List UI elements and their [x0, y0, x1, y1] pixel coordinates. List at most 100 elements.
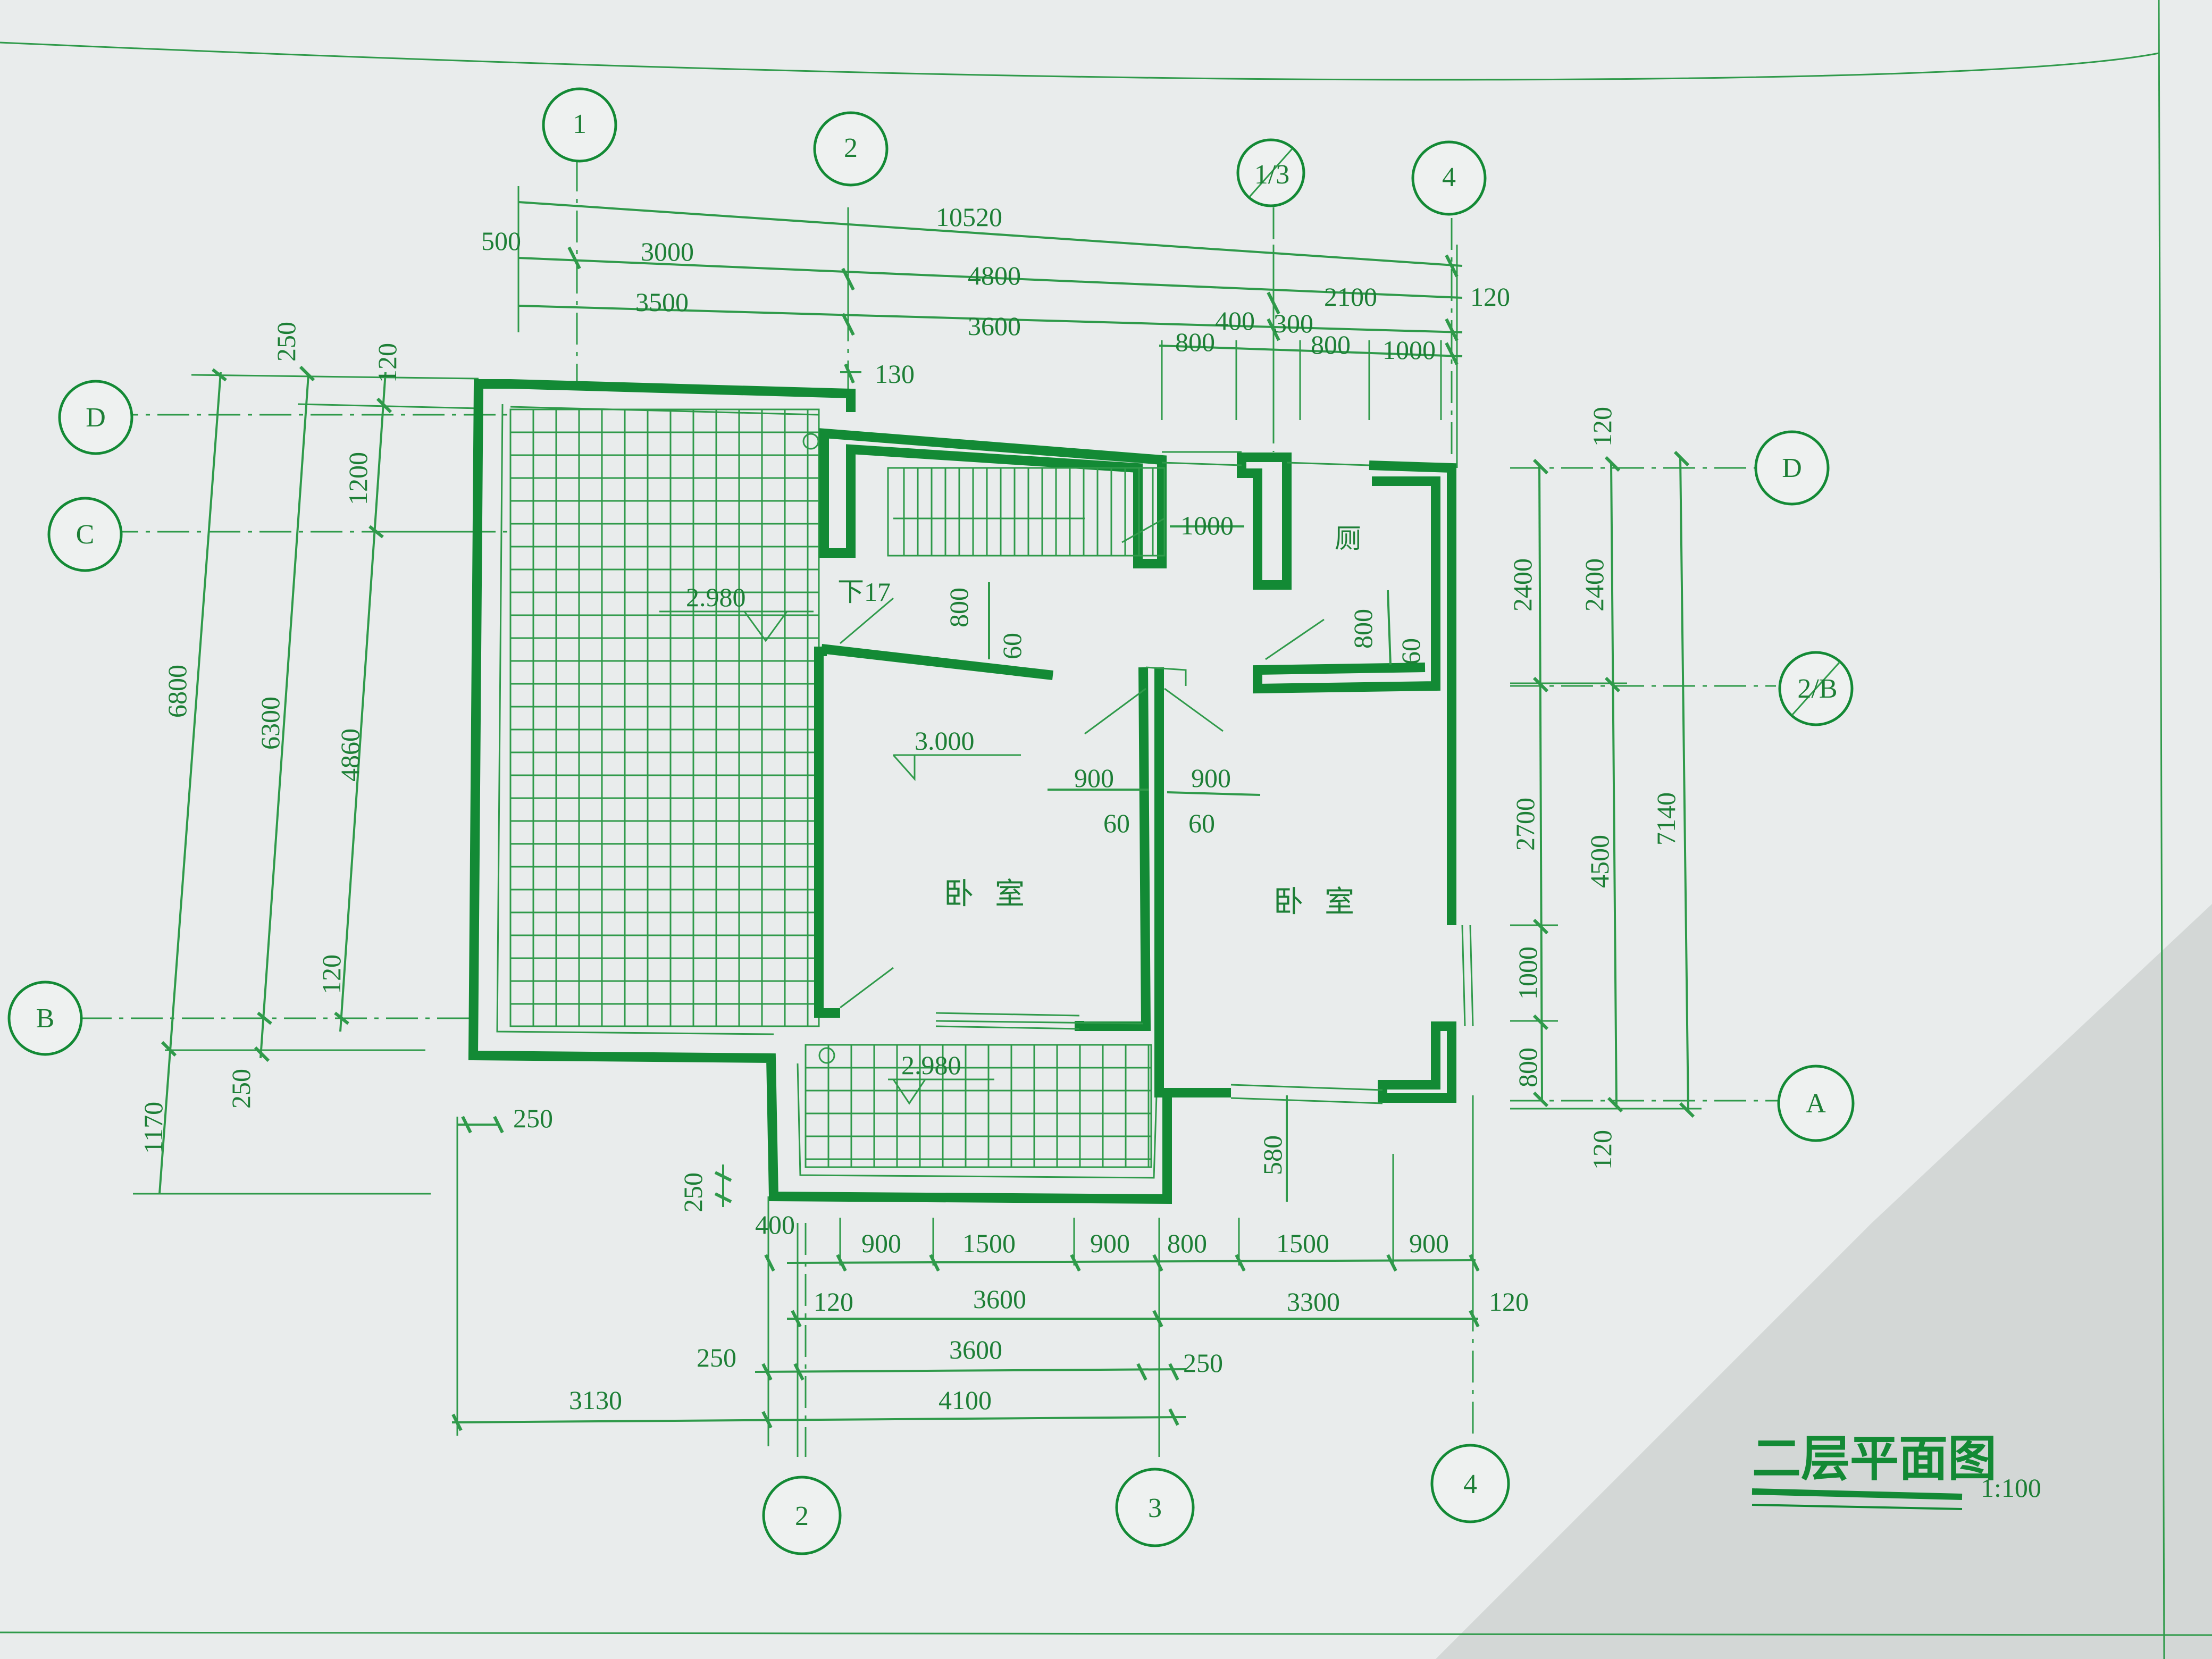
door-60-a: 60 [1103, 808, 1130, 838]
dim-250-left-bottom: 250 [226, 1069, 256, 1109]
dim-250-bottom-c: 250 [513, 1103, 553, 1133]
bubble-4-bottom: 4 [1463, 1469, 1477, 1499]
dim-6800: 6800 [162, 665, 192, 718]
door-left-800: 800 [944, 588, 974, 627]
dim-4860: 4860 [335, 728, 365, 782]
door-right-800: 800 [1348, 609, 1378, 649]
bubble-1: 1 [573, 109, 586, 139]
bubble-2-bottom: 2 [795, 1501, 809, 1531]
dim-250-bottom-d: 250 [678, 1172, 708, 1212]
bubble-A-right: A [1806, 1088, 1826, 1119]
dim-120-left-bottom: 120 [316, 954, 346, 994]
dim-800-right: 800 [1513, 1048, 1543, 1087]
level-markers: 2.980 3.000 2.980 [659, 582, 1021, 1105]
dim-1200: 1200 [343, 452, 373, 505]
bubble-2B-right: 2/B [1797, 674, 1837, 704]
dim-1500-b: 1500 [1276, 1228, 1329, 1258]
dim-800-a: 800 [1175, 327, 1215, 357]
dim-900-c: 900 [1409, 1228, 1449, 1258]
dim-900-b: 900 [1090, 1228, 1130, 1258]
left-dimensions: 6800 1170 250 6300 250 120 1200 4860 120 [133, 322, 479, 1195]
dim-3600-bottom-a: 3600 [973, 1284, 1026, 1314]
dim-3500: 3500 [635, 287, 689, 317]
drawing-scale: 1:100 [1981, 1473, 2041, 1503]
dim-1500-a: 1500 [962, 1228, 1016, 1258]
room-bedroom-right: 卧室 [1273, 886, 1376, 919]
level-2980-terrace: 2.980 [686, 582, 746, 612]
bottom-dimensions: 400 900 1500 900 800 1500 900 120 3600 3… [451, 1095, 1529, 1457]
dim-250-bottom-a: 250 [697, 1343, 736, 1372]
bubble-D-right: D [1782, 453, 1802, 483]
dim-4800: 4800 [968, 261, 1021, 290]
level-2980-balcony: 2.980 [901, 1050, 961, 1080]
grid-bubbles-left: D C B [7, 380, 133, 1056]
dim-120-bottom-right: 120 [1489, 1287, 1529, 1317]
grid-bubbles-bottom: 2 3 4 [762, 1444, 1510, 1555]
top-dimensions: 500 10520 3000 4800 2100 120 3500 3600 4… [481, 186, 1510, 468]
door-right-60: 60 [1396, 638, 1426, 665]
sheet-border-bottom [0, 1631, 2212, 1636]
dim-4100: 4100 [939, 1385, 992, 1415]
dim-120-bottom-left: 120 [814, 1287, 853, 1317]
dim-2400-b: 2400 [1579, 558, 1609, 611]
dim-800-b: 800 [1311, 330, 1351, 359]
dim-400-bottom: 400 [755, 1210, 795, 1239]
dim-10520: 10520 [936, 202, 1002, 232]
grid-bubbles-right: D 2/B A [1754, 430, 1855, 1142]
dim-800-bottom: 800 [1167, 1228, 1207, 1258]
level-3000: 3.000 [915, 726, 975, 756]
dim-4500: 4500 [1585, 835, 1614, 888]
dim-300: 300 [1273, 308, 1313, 338]
dim-120-top: 120 [1470, 282, 1510, 312]
dim-400: 400 [1215, 306, 1255, 336]
dim-1170: 1170 [138, 1102, 168, 1154]
dim-580: 580 [1258, 1135, 1287, 1175]
sheet-border-right [2158, 0, 2165, 1659]
dim-6300: 6300 [255, 697, 285, 750]
dim-1000-right: 1000 [1513, 946, 1543, 1000]
dim-130: 130 [875, 359, 915, 389]
walls [468, 379, 1474, 1204]
bubble-D-left: D [86, 403, 106, 433]
dim-3600-bottom-b: 3600 [949, 1335, 1002, 1364]
bubble-3-bottom: 3 [1148, 1493, 1162, 1523]
dim-120-left-top: 120 [372, 343, 402, 383]
dim-500: 500 [481, 226, 521, 256]
door-900-a: 900 [1074, 763, 1114, 793]
dim-250-left-top: 250 [271, 322, 301, 362]
dim-120-right-bottom: 120 [1587, 1130, 1617, 1170]
drawing-title: 二层平面图 [1752, 1432, 1997, 1486]
bubble-C-left: C [76, 520, 95, 550]
grid-bubbles-top: 1 2 1/3 4 [542, 87, 1487, 216]
door-left-60: 60 [997, 633, 1027, 659]
dim-900-a: 900 [861, 1228, 901, 1258]
stair-dim-1000: 1000 [1180, 510, 1234, 540]
dim-3130: 3130 [569, 1385, 622, 1415]
dim-120-right-top: 120 [1587, 407, 1617, 447]
dim-1000-top: 1000 [1382, 335, 1436, 365]
dim-7140: 7140 [1651, 792, 1681, 845]
room-labels: 卧室 卧室 厕 [944, 524, 1376, 919]
bubble-B-left: B [36, 1003, 55, 1034]
terrace-tiles [509, 408, 1152, 1168]
stair-and-doors: 1000 下17 800 60 800 60 900 900 60 60 [837, 467, 1426, 1009]
dim-2100: 2100 [1324, 282, 1377, 312]
dim-2700: 2700 [1510, 798, 1540, 851]
room-toilet: 厕 [1335, 524, 1361, 554]
bubble-1-3: 1/3 [1254, 160, 1289, 190]
dim-3600-top: 3600 [968, 311, 1021, 341]
bubble-2: 2 [844, 133, 858, 163]
door-60-b: 60 [1188, 808, 1215, 838]
right-dimensions: 2400 2700 1000 800 120 2400 4500 120 714… [1507, 407, 1702, 1170]
stair-down-note: 下17 [837, 577, 891, 607]
dim-3300: 3300 [1287, 1287, 1340, 1317]
dim-3000: 3000 [641, 237, 694, 266]
room-bedroom-left: 卧室 [944, 878, 1046, 911]
sheet-border-top [0, 41, 2159, 81]
dim-250-bottom-b: 250 [1183, 1348, 1223, 1378]
title-block: 二层平面图 1:100 [1752, 1432, 2041, 1510]
shadow [1436, 904, 2212, 1659]
dim-2400-a: 2400 [1507, 558, 1537, 611]
bubble-4: 4 [1442, 162, 1456, 192]
